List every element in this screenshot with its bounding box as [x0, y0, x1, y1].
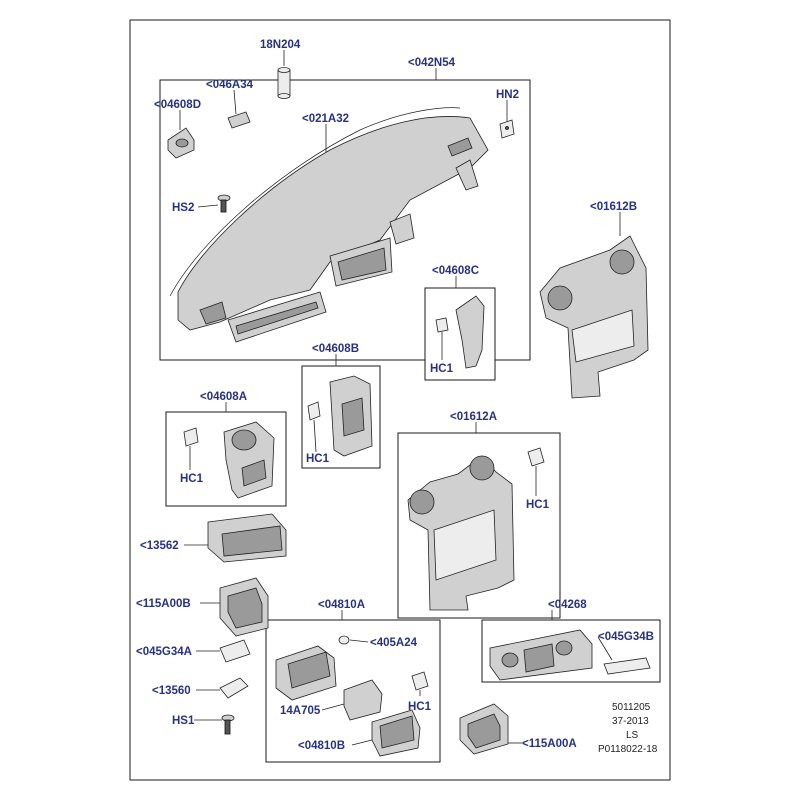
part-13560 — [219, 677, 249, 699]
callout-021A32: <021A32 — [302, 113, 349, 125]
callout-01612A: <01612A — [450, 411, 497, 423]
callout-HC1-04608B: HC1 — [306, 453, 330, 465]
part-18N204 — [277, 67, 291, 99]
callout-HN2: HN2 — [496, 89, 519, 101]
reference-line-4: P0118022-18 — [598, 744, 658, 755]
part-045G34A — [219, 639, 251, 663]
callout-14A705: 14A705 — [280, 705, 321, 717]
callout-18N204: 18N204 — [260, 39, 301, 51]
callout-04608D: <04608D — [154, 99, 201, 111]
callout-04810B: <04810B — [298, 740, 345, 752]
part-04268 — [489, 629, 651, 681]
callout-115A00B: <115A00B — [136, 598, 191, 610]
callout-045G34B: <045G34B — [598, 631, 654, 643]
callout-04608B: <04608B — [312, 343, 359, 355]
callout-HS2: HS2 — [172, 202, 194, 214]
callout-04608A: <04608A — [200, 391, 247, 403]
part-HN2 — [499, 119, 515, 139]
callout-HS1: HS1 — [172, 715, 195, 727]
part-115A00A — [459, 703, 509, 755]
callout-046A34: <046A34 — [206, 79, 254, 91]
callout-04608C: <04608C — [432, 265, 479, 277]
callout-045G34A: <045G34A — [136, 646, 192, 658]
part-04608C — [435, 295, 485, 369]
leader-lines — [179, 50, 621, 746]
part-01612A — [407, 447, 545, 611]
callout-042N54: <042N54 — [408, 57, 456, 69]
part-04608A — [183, 421, 275, 499]
callout-HC1-04608A: HC1 — [180, 473, 204, 485]
reference-line-3: LS — [626, 730, 639, 741]
part-04608D — [167, 127, 195, 159]
reference-line-1: 5011205 — [612, 702, 651, 713]
callout-13560: <13560 — [152, 685, 191, 697]
callout-01612B: <01612B — [590, 201, 637, 213]
callout-HC1-04810A: HC1 — [408, 701, 432, 713]
part-046A34 — [227, 111, 251, 129]
part-HS1 — [221, 714, 235, 735]
part-04810A-assembly — [275, 635, 429, 757]
callout-HC1-01612A: HC1 — [526, 499, 550, 511]
callout-04810A: <04810A — [318, 599, 365, 611]
part-01612B — [539, 235, 649, 399]
callout-115A00A: <115A00A — [522, 738, 577, 750]
reference-block: 5011205 37-2013 LS P0118022-18 — [598, 702, 658, 755]
part-115A00B — [219, 577, 269, 637]
callout-13562: <13562 — [140, 540, 179, 552]
part-13562 — [207, 513, 287, 563]
callout-HC1-04608C: HC1 — [430, 363, 454, 375]
callout-405A24: <405A24 — [370, 637, 418, 649]
part-04608B — [307, 375, 373, 457]
part-021A32-dashboard — [169, 107, 489, 343]
part-HS2 — [217, 194, 231, 213]
callout-04268: <04268 — [548, 599, 587, 611]
reference-line-2: 37-2013 — [612, 716, 649, 727]
